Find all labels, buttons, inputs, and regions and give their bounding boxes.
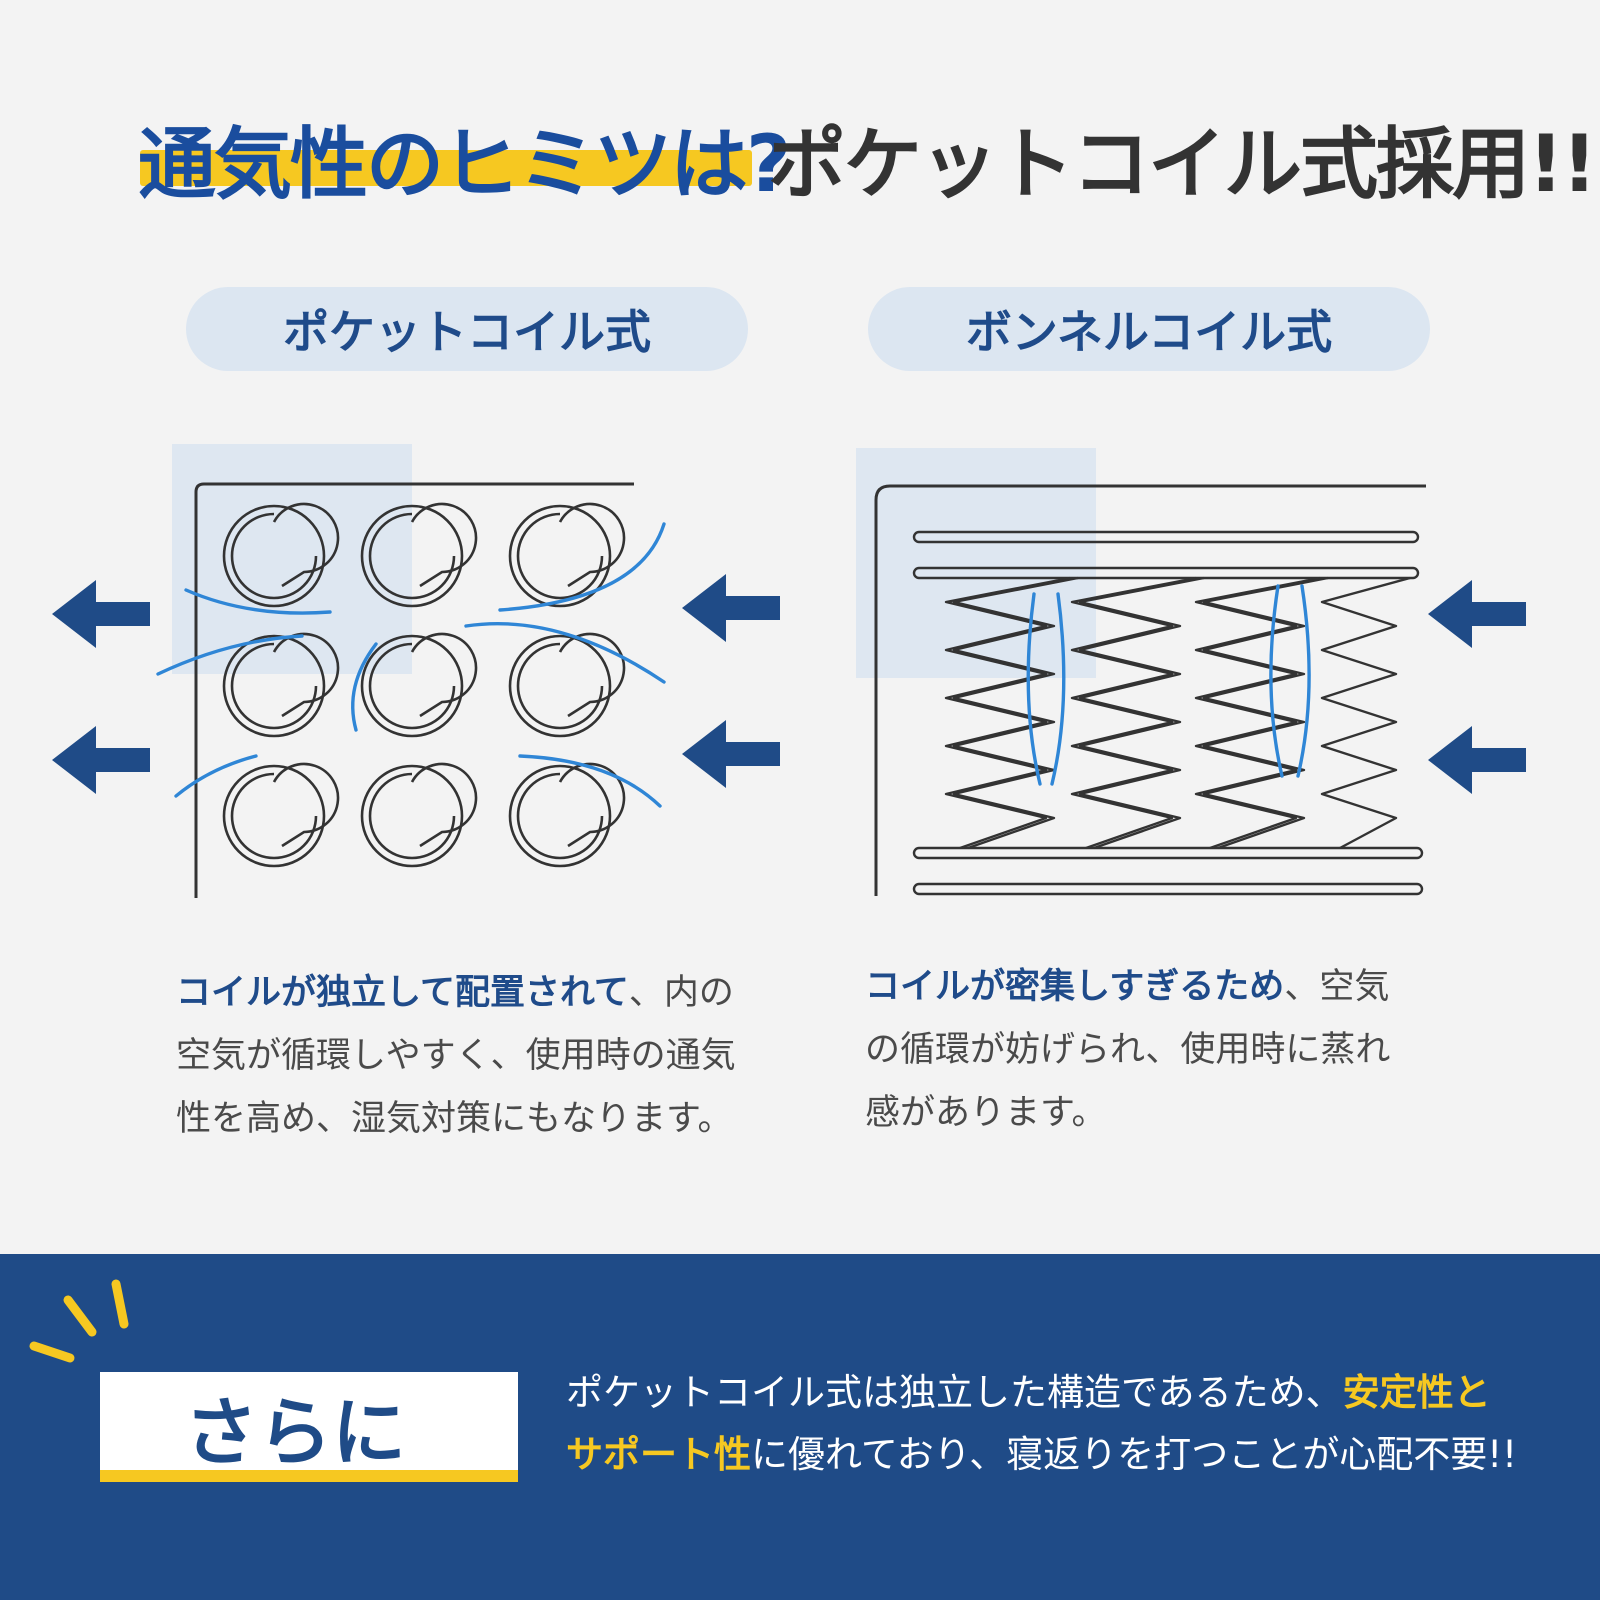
coil-3-3 (508, 762, 626, 868)
bonnell-mattress-frame (874, 484, 1426, 896)
bonnell-desc-line3: 感があります。 (865, 1093, 1107, 1133)
bonnell-springs (944, 576, 1411, 850)
pocket-coil-label: ポケットコイル式 (186, 287, 748, 371)
pocket-desc-highlight: コイルが独立して配置されて (176, 973, 629, 1013)
coil-2-2 (360, 632, 478, 738)
bottom-line1-highlight: 安定性と (1342, 1371, 1491, 1414)
bottom-message: ポケットコイル式は独立した構造であるため、安定性と サポート性に優れており、寝返… (566, 1362, 1576, 1486)
bonnell-desc-line2: の循環が妨げられ、使用時に蒸れ (865, 1030, 1391, 1070)
pocket-desc-line3: 性を高め、湿気対策にもなります。 (176, 1099, 733, 1139)
headline-rest-text: ポケットコイル式採用!! (768, 120, 1597, 210)
bonnell-airflow-lines (1026, 584, 1311, 786)
headline: 通気性のヒミツは? ポケットコイル式採用!! (0, 100, 1600, 210)
coil-1-1 (222, 502, 340, 608)
bottom-line2-b: に優れており、寝返りを打つことが心配不要!! (751, 1433, 1517, 1476)
pocket-desc-line2: 空気が循環しやすく、使用時の通気 (176, 1036, 736, 1076)
pocket-mattress-frame (194, 482, 634, 898)
pocket-coil-grid (222, 502, 626, 868)
headline-highlight-marker (140, 150, 752, 186)
headline-highlight-text: 通気性のヒミツは? (138, 120, 791, 210)
coil-3-2 (360, 762, 478, 868)
bottom-line1-a: ポケットコイル式は独立した構造であるため、 (566, 1371, 1343, 1414)
coil-3-1 (222, 762, 340, 868)
bonnell-arrow-upper (1428, 580, 1526, 648)
bonnell-arrow-lower (1428, 726, 1526, 794)
bonnell-arrows (1428, 580, 1526, 794)
coil-1-2 (360, 502, 478, 608)
coil-diagrams (52, 444, 1526, 898)
badge-text: さらに (184, 1389, 406, 1476)
bonnell-desc-line1: 、空気 (1284, 967, 1390, 1007)
arrow-left-lower (52, 726, 150, 794)
pocket-airflow-lines (156, 522, 666, 808)
bonnell-coil-label: ボンネルコイル式 (868, 287, 1430, 371)
coil-1-3 (508, 502, 626, 608)
badge-box (100, 1372, 518, 1480)
arrow-in-lower (682, 720, 780, 788)
bonnell-bars (912, 530, 1424, 896)
badge-underline (100, 1470, 518, 1482)
bottom-line2-highlight: サポート性 (566, 1433, 751, 1476)
pocket-coil-description: コイルが独立して配置されて、内の 空気が循環しやすく、使用時の通気 性を高め、湿… (176, 962, 766, 1151)
arrow-in-upper (682, 574, 780, 642)
bonnell-desc-highlight: コイルが密集しすぎるため (865, 967, 1285, 1007)
bonnell-coil-diagram (856, 448, 1526, 896)
bonnell-coil-description: コイルが密集しすぎるため、空気 の循環が妨げられ、使用時に蒸れ 感があります。 (865, 956, 1455, 1145)
pocket-coil-diagram (52, 444, 780, 898)
pocket-desc-line1: 、内の (628, 973, 734, 1013)
pocket-arrows (52, 574, 780, 794)
arrow-left-upper (52, 580, 150, 648)
